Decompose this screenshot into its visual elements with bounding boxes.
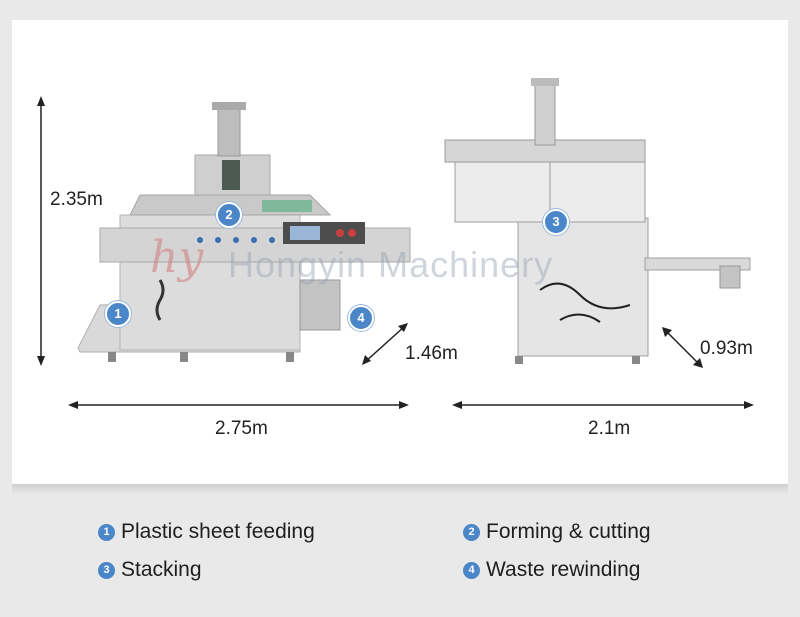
badge-2: 2 xyxy=(216,202,242,228)
brand-logo: hy xyxy=(150,232,204,283)
legend-label: Forming & cutting xyxy=(486,520,651,543)
legend-item-feeding: 1 Plastic sheet feeding xyxy=(98,520,315,544)
left-height-label: 2.35m xyxy=(50,189,103,210)
legend-item-stacking: 3 Stacking xyxy=(98,558,202,582)
badge-1: 1 xyxy=(105,301,131,327)
badge-4: 4 xyxy=(348,305,374,331)
legend-item-forming: 2 Forming & cutting xyxy=(463,520,651,544)
legend-label: Plastic sheet feeding xyxy=(121,520,315,543)
panel-divider xyxy=(12,484,788,494)
legend-number: 2 xyxy=(463,523,480,541)
right-width-label: 2.1m xyxy=(588,418,631,439)
dimension-lines xyxy=(37,96,754,409)
right-depth-label: 0.93m xyxy=(700,338,753,359)
badge-3: 3 xyxy=(543,209,569,235)
forming-machine xyxy=(77,102,411,362)
stacking-machine xyxy=(444,78,751,364)
legend-label: Stacking xyxy=(121,558,202,581)
watermark-text: Hongyin Machinery xyxy=(228,244,554,285)
legend-item-rewinding: 4 Waste rewinding xyxy=(463,558,640,582)
left-width-label: 2.75m xyxy=(215,418,268,439)
legend-label: Waste rewinding xyxy=(486,558,641,581)
legend-number: 3 xyxy=(98,561,115,579)
legend-number: 1 xyxy=(98,523,115,541)
left-depth-label: 1.46m xyxy=(405,343,458,364)
legend-number: 4 xyxy=(463,561,480,579)
